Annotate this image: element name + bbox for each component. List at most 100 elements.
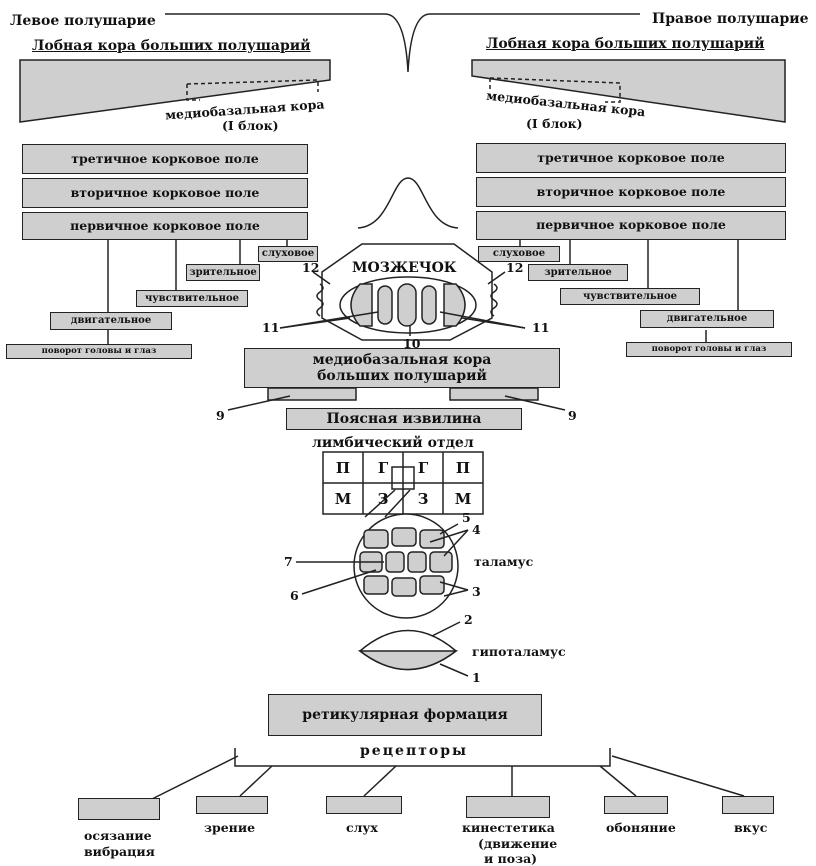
right-frontal-cortex-label: Лобная кора больших полушарий — [486, 36, 765, 52]
cerebellum-segment-1 — [377, 285, 393, 325]
hearing-receptor-box — [326, 796, 402, 814]
num-4: 4 — [472, 522, 481, 537]
squiggle-right — [490, 283, 498, 317]
right-hemisphere-label: Правое полушарие — [652, 11, 809, 27]
smell-label: обоняние — [606, 820, 676, 835]
grid-center-square — [391, 466, 415, 490]
grid-cell-r1c2: Г — [377, 458, 389, 477]
num-10: 10 — [403, 336, 421, 351]
right-tertiary-field: третичное корковое поле — [476, 143, 786, 173]
hypothalamus-label: гипоталамус — [472, 644, 566, 659]
right-primary-field: первичное корковое поле — [476, 211, 786, 240]
mediobasal-center-line2: больших полушарий — [317, 368, 487, 384]
num-12-left: 12 — [302, 260, 320, 275]
limbic-label: лимбический отдел — [312, 435, 474, 451]
right-frontal-wedge — [471, 59, 786, 123]
line-touch — [149, 755, 239, 801]
right-sub-box — [449, 387, 539, 401]
right-block-label: (I блок) — [526, 116, 583, 131]
left-visual-box: зрительное — [186, 264, 260, 281]
left-sub-box — [267, 387, 357, 401]
cerebellum-segment-2 — [397, 283, 417, 327]
left-auditory-box: слуховое — [258, 246, 318, 262]
hearing-label: слух — [346, 820, 378, 835]
grid-cell-r2c3: З — [417, 489, 429, 508]
pointer-9-left — [227, 395, 291, 411]
left-frontal-cortex-label: Лобная кора больших полушарий — [32, 38, 311, 54]
num-5: 5 — [462, 510, 471, 525]
right-visual-box: зрительное — [528, 264, 628, 281]
grid-to-thalamus — [364, 489, 411, 518]
touch-label-line2: вибрация — [84, 844, 155, 859]
right-sensory-box: чувствительное — [560, 288, 700, 305]
left-primary-field: первичное корковое поле — [22, 212, 308, 240]
left-block-label: (I блок) — [222, 118, 279, 133]
bell-curve — [357, 177, 459, 229]
right-secondary-field: вторичное корковое поле — [476, 177, 786, 207]
pointer-6 — [301, 569, 377, 595]
right-mediobasal-dash — [489, 77, 621, 103]
taste-receptor-box — [722, 796, 774, 814]
pointer-2 — [431, 621, 461, 637]
left-mediobasal-dash — [186, 79, 319, 101]
kinesthetic-label-line3: и поза) — [484, 851, 538, 866]
num-7: 7 — [284, 554, 293, 569]
line-hearing — [363, 765, 397, 797]
num-6: 6 — [290, 588, 299, 603]
smell-receptor-box — [604, 796, 668, 814]
right-head-eye-box: поворот головы и глаз — [626, 342, 792, 357]
thalamus-label: таламус — [474, 554, 534, 569]
hemisphere-divider-curve — [165, 13, 640, 73]
kinesthetic-label-line2: (движение — [478, 836, 558, 851]
left-hemisphere-label: Левое полушарие — [10, 13, 156, 29]
right-auditory-box: слуховое — [478, 246, 560, 262]
line-smell — [599, 765, 637, 797]
num-2: 2 — [464, 612, 473, 627]
num-9-right: 9 — [568, 408, 577, 423]
pointer-1 — [439, 663, 469, 677]
squiggle-left — [316, 283, 324, 317]
grid-cell-r1c3: Г — [417, 458, 429, 477]
kinesthetic-label-line1: кинестетика — [462, 820, 555, 835]
touch-label-line1: осязание — [84, 828, 152, 843]
num-9-left: 9 — [216, 408, 225, 423]
pointer-9-right — [504, 395, 566, 411]
num-3: 3 — [472, 584, 481, 599]
num-1: 1 — [472, 670, 481, 685]
grid-cell-r2c1: М — [334, 489, 352, 508]
grid-lines — [323, 452, 483, 514]
num-12-right: 12 — [506, 260, 524, 275]
pointer-3 — [439, 581, 469, 597]
touch-receptor-box — [78, 798, 160, 820]
pointer-5 — [439, 523, 459, 535]
kinesthetic-receptor-box — [466, 796, 550, 818]
num-11-right: 11 — [532, 320, 550, 335]
vision-label: зрение — [204, 820, 256, 835]
grid-cell-r1c4: П — [455, 458, 471, 477]
pointer-12-right — [487, 271, 506, 285]
receptors-title: рецепторы — [360, 743, 469, 759]
left-head-eye-box: поворот головы и глаз — [6, 344, 192, 359]
cingulate-box: Поясная извилина — [286, 408, 522, 430]
vision-receptor-box — [196, 796, 268, 814]
taste-label: вкус — [734, 820, 768, 835]
grid-cell-r1c1: П — [335, 458, 351, 477]
pointer-4 — [429, 529, 469, 557]
hypothalamus-lower — [357, 650, 459, 671]
cerebellum-segment-3 — [421, 285, 437, 325]
line-vision — [239, 765, 273, 797]
cerebellum-label: МОЗЖЕЧОК — [352, 260, 457, 276]
num-11-left: 11 — [262, 320, 280, 335]
pointer-12-left — [312, 271, 331, 285]
reticular-formation-box: ретикулярная формация — [268, 694, 542, 736]
line-taste — [611, 755, 745, 797]
cerebellum-outline — [321, 243, 493, 341]
right-motor-box: двигательное — [640, 310, 774, 328]
mediobasal-center-box: медиобазальная кора больших полушарий — [244, 348, 560, 388]
left-secondary-field: вторичное корковое поле — [22, 178, 308, 208]
grid-cell-r2c4: М — [454, 489, 472, 508]
left-tertiary-field: третичное корковое поле — [22, 144, 308, 174]
left-sensory-box: чувствительное — [136, 290, 248, 307]
